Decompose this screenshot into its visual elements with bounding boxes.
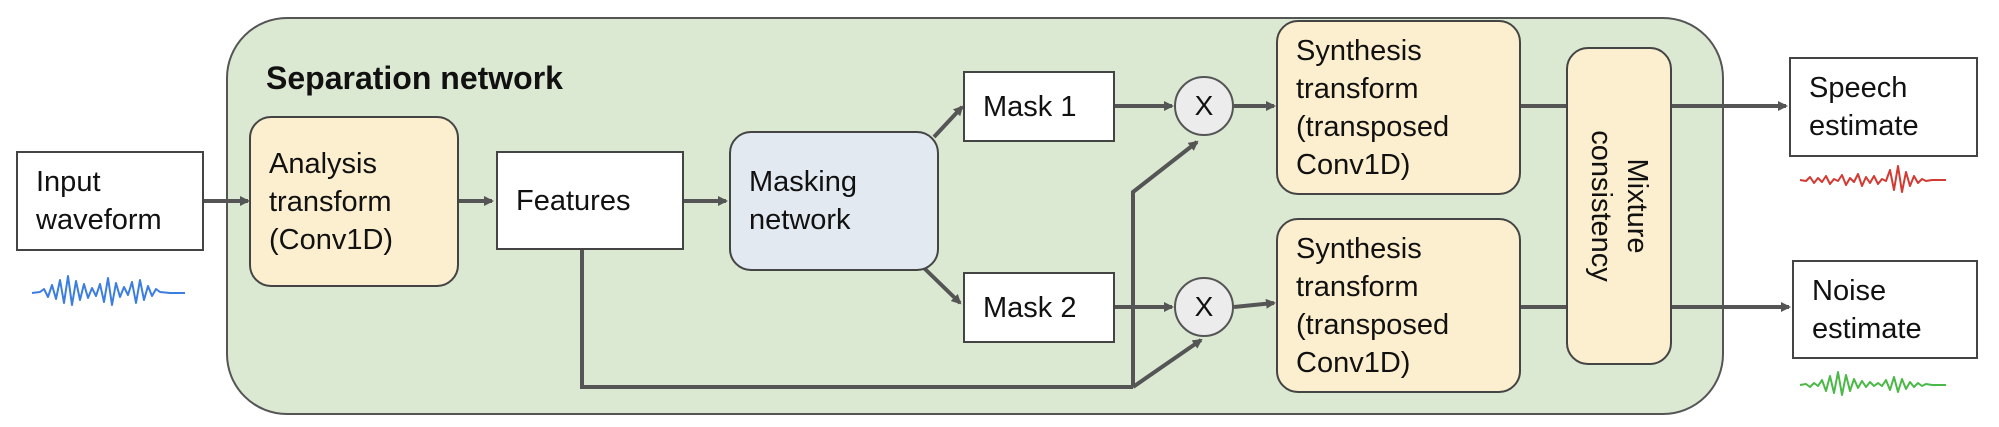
analysis-transform-label: Analysis transform (Conv1D) — [269, 147, 394, 256]
mixture-consistency-box: Mixture consistency — [1566, 47, 1672, 365]
mask1-box: Mask 1 — [963, 71, 1115, 142]
input-waveform-box: Input waveform — [16, 151, 204, 251]
features-box: Features — [496, 151, 684, 250]
mask2-box: Mask 2 — [963, 272, 1115, 343]
masking-network-box: Masking network — [729, 131, 939, 271]
noise-estimate-box: Noise estimate — [1792, 260, 1978, 359]
synthesis-transform-bottom-label: Synthesis transform (transposed Conv1D) — [1296, 232, 1450, 379]
analysis-transform-box: Analysis transform (Conv1D) — [249, 116, 459, 287]
synthesis-transform-top-label: Synthesis transform (transposed Conv1D) — [1296, 34, 1450, 181]
features-label: Features — [516, 184, 631, 217]
connection-arrows — [204, 101, 1791, 389]
multiply-node-2: X — [1174, 277, 1234, 337]
masking-network-label: Masking network — [749, 166, 857, 236]
features-skip-connection — [580, 250, 1133, 389]
mask1-label: Mask 1 — [983, 90, 1077, 123]
multiply-symbol-2: X — [1194, 291, 1214, 322]
input-waveform-icon — [31, 275, 185, 306]
synthesis-transform-top-box: Synthesis transform (transposed Conv1D) — [1276, 20, 1521, 195]
mixture-consistency-label: Mixture consistency — [1585, 130, 1654, 282]
multiply-symbol-1: X — [1194, 90, 1214, 121]
arrow-multiply2-to-synth-bottom — [1233, 298, 1276, 309]
skip-to-multiply1 — [1131, 140, 1199, 387]
synthesis-transform-bottom-box: Synthesis transform (transposed Conv1D) — [1276, 218, 1521, 393]
speech-estimate-box: Speech estimate — [1789, 57, 1978, 157]
speech-waveform-icon — [1799, 165, 1946, 193]
arrow-masking-to-mask2 — [922, 266, 962, 305]
noise-waveform-icon — [1799, 371, 1946, 396]
skip-to-multiply2 — [1131, 338, 1203, 389]
mask2-label: Mask 2 — [983, 291, 1077, 324]
multiply-node-1: X — [1174, 76, 1234, 136]
input-waveform-label: Input waveform — [36, 166, 162, 236]
noise-estimate-label: Noise estimate — [1812, 274, 1922, 345]
separation-network-title: Separation network — [266, 60, 563, 96]
speech-estimate-label: Speech estimate — [1809, 72, 1919, 142]
arrow-masking-to-mask1 — [932, 105, 964, 139]
